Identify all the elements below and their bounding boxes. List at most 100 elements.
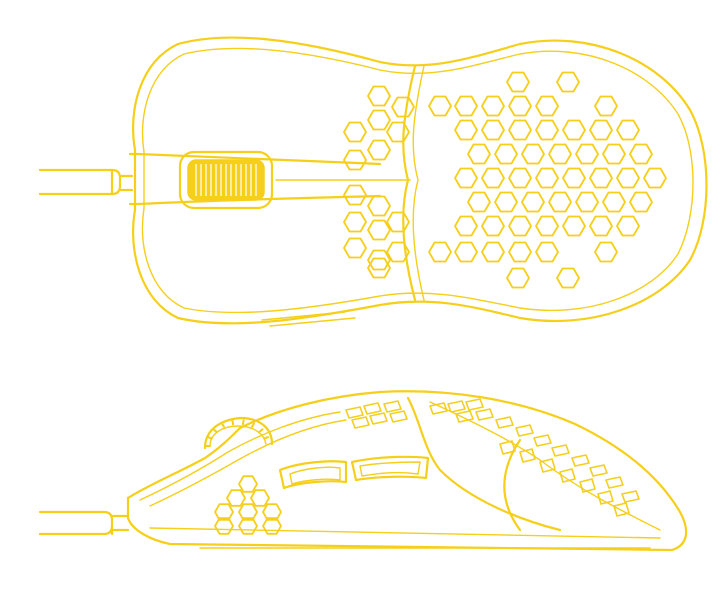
palm-hex-hole bbox=[508, 167, 532, 189]
side-rear-perforation bbox=[579, 478, 596, 493]
palm-hex-hole bbox=[508, 119, 532, 141]
side-top-perforation bbox=[383, 400, 402, 413]
palm-hex-hole bbox=[494, 143, 518, 165]
palm-hex-hole bbox=[508, 241, 532, 263]
palm-hex-hole bbox=[616, 215, 640, 237]
wheel-tread bbox=[206, 436, 213, 440]
palm-hex-hole bbox=[481, 119, 505, 141]
front-hex-hole bbox=[343, 237, 367, 259]
front-hex-hole bbox=[391, 96, 415, 118]
side-back-hump bbox=[238, 390, 688, 552]
side-top-perforation bbox=[465, 398, 484, 411]
side-rear-perforation bbox=[613, 502, 630, 517]
side-button-forward bbox=[350, 455, 430, 482]
top-cable bbox=[38, 168, 134, 196]
palm-hex-hole bbox=[602, 191, 626, 213]
palm-hex-hole bbox=[589, 167, 613, 189]
palm-hex-hole bbox=[562, 119, 586, 141]
side-top-perforation bbox=[495, 416, 514, 429]
palm-hex-holes bbox=[428, 71, 667, 289]
side-hex-hole bbox=[226, 489, 246, 507]
palm-hex-hole bbox=[562, 167, 586, 189]
mouse-side-view bbox=[38, 390, 688, 552]
front-hex-hole bbox=[367, 139, 391, 161]
palm-hex-hole bbox=[535, 95, 559, 117]
wheel-tread bbox=[263, 436, 270, 440]
palm-hex-hole bbox=[508, 215, 532, 237]
palm-hex-hole bbox=[556, 71, 580, 93]
side-upper-edge bbox=[429, 401, 661, 531]
wheel-tread bbox=[221, 422, 225, 428]
palm-hex-hole bbox=[535, 241, 559, 263]
side-rear-perforation bbox=[519, 448, 536, 463]
palm-hex-hole bbox=[594, 241, 618, 263]
scroll-wheel-top bbox=[178, 150, 274, 210]
front-hex-hole bbox=[367, 85, 391, 107]
palm-hex-hole bbox=[602, 143, 626, 165]
side-rear-perforation bbox=[597, 490, 614, 505]
side-cable-top bbox=[38, 510, 114, 536]
side-front-slope bbox=[126, 426, 242, 500]
side-top-perforation bbox=[621, 490, 640, 503]
palm-hex-hole bbox=[454, 119, 478, 141]
side-rear-perforation bbox=[539, 458, 556, 473]
side-top-perforation bbox=[363, 402, 382, 415]
palm-hex-hole bbox=[506, 267, 530, 289]
top-body-outline bbox=[132, 36, 708, 325]
palm-hex-hole bbox=[494, 191, 518, 213]
front-hex-hole bbox=[343, 211, 367, 233]
side-top-perforation bbox=[605, 476, 624, 489]
palm-hex-hole bbox=[481, 215, 505, 237]
palm-separation-line bbox=[402, 64, 417, 302]
side-cable-bottom bbox=[38, 524, 114, 536]
front-hex-hole bbox=[367, 219, 391, 241]
side-top-perforation bbox=[533, 434, 552, 447]
side-button-forward-inner bbox=[359, 461, 421, 477]
palm-hex-hole bbox=[481, 241, 505, 263]
side-top-perforation bbox=[515, 424, 534, 437]
palm-hex-hole bbox=[575, 191, 599, 213]
palm-hex-hole bbox=[616, 167, 640, 189]
palm-hex-hole bbox=[643, 167, 667, 189]
front-hex-holes bbox=[343, 85, 415, 279]
side-top-perforation bbox=[551, 444, 570, 457]
front-hex-hole bbox=[367, 109, 391, 131]
left-button-seam bbox=[128, 152, 382, 166]
mouse-top-view bbox=[38, 36, 708, 327]
palm-hex-hole bbox=[428, 241, 452, 263]
side-hex-hole bbox=[250, 489, 270, 507]
side-base-inner bbox=[149, 527, 661, 539]
side-top-perforation bbox=[475, 408, 494, 421]
palm-hex-hole bbox=[556, 267, 580, 289]
palm-hex-hole bbox=[548, 191, 572, 213]
side-top-perforation bbox=[369, 412, 388, 425]
front-hex-hole bbox=[343, 121, 367, 143]
side-hex-hole bbox=[238, 517, 258, 535]
palm-hex-hole bbox=[562, 215, 586, 237]
side-top-perforation bbox=[447, 400, 466, 413]
palm-hex-hole bbox=[589, 119, 613, 141]
wheel-tread bbox=[258, 428, 264, 433]
side-top-perforation bbox=[455, 410, 474, 423]
side-rear-perforation bbox=[559, 468, 576, 483]
wheel-tread bbox=[241, 419, 245, 426]
palm-hex-hole bbox=[629, 191, 653, 213]
front-hex-hole bbox=[367, 195, 391, 217]
side-base bbox=[126, 496, 674, 552]
palm-hex-hole bbox=[481, 95, 505, 117]
side-wheel-outline bbox=[203, 416, 274, 450]
side-top-perforation bbox=[429, 402, 448, 415]
palm-hex-hole bbox=[535, 167, 559, 189]
palm-hex-hole bbox=[454, 167, 478, 189]
front-hex-hole bbox=[343, 149, 367, 171]
side-top-perforation bbox=[389, 410, 408, 423]
side-rear-perforation bbox=[499, 440, 516, 455]
side-button-back-inner bbox=[289, 466, 341, 485]
side-button-back bbox=[278, 460, 348, 490]
palm-hex-hole bbox=[575, 143, 599, 165]
palm-hex-hole bbox=[535, 119, 559, 141]
palm-hex-hole bbox=[521, 191, 545, 213]
side-wheel-inner bbox=[209, 425, 267, 447]
front-hex-hole bbox=[367, 249, 391, 271]
